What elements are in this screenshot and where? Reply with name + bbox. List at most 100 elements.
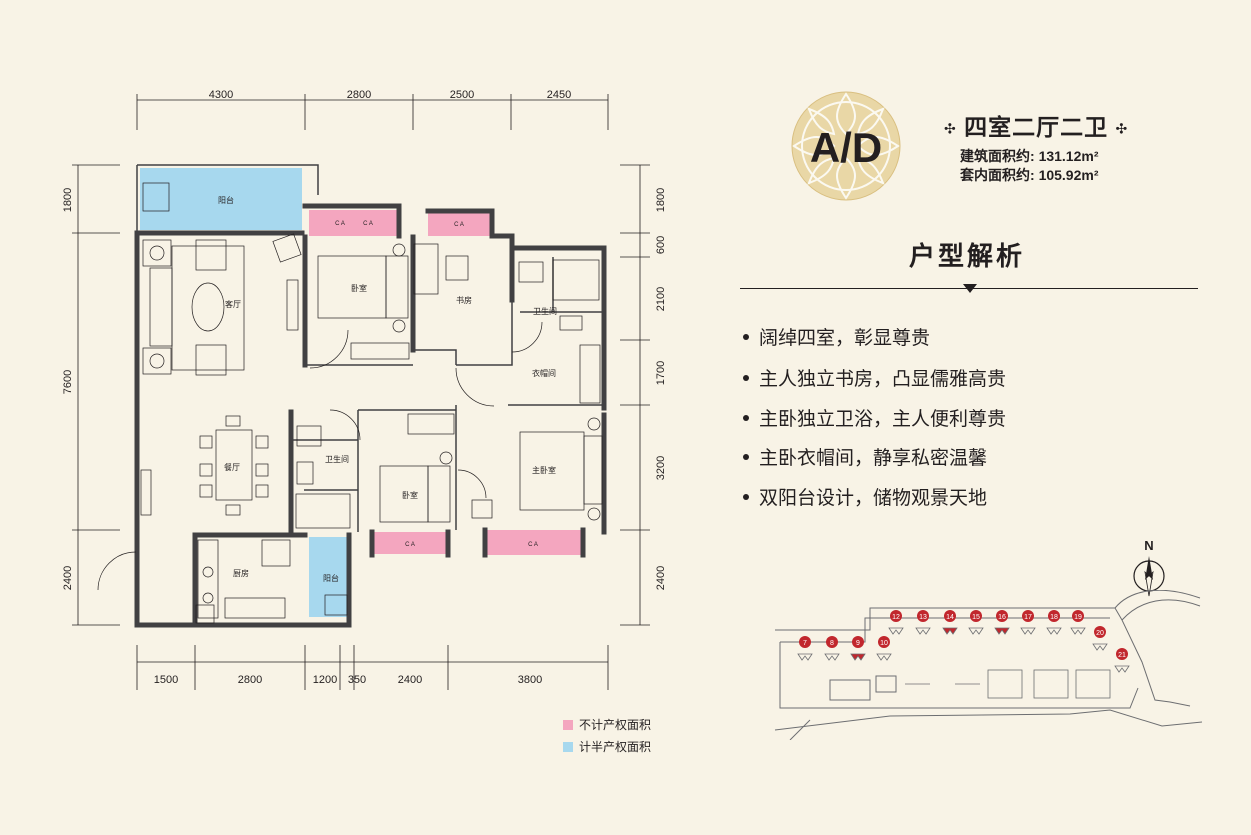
building-marker <box>1116 648 1128 660</box>
dim-right-2: 600 <box>655 236 667 254</box>
dim-top-2: 2800 <box>347 89 371 101</box>
building-number: 12 <box>892 614 900 621</box>
room-closet: 衣帽间 <box>532 368 556 378</box>
aircon-pad-3 <box>372 532 448 554</box>
building-number: 10 <box>880 640 888 647</box>
feature-2-text: 主人独立书房，凸显儒雅高贵 <box>759 369 1007 390</box>
legend-excluded-swatch <box>563 719 573 730</box>
legend-half-label: 计半产权面积 <box>579 740 652 754</box>
building-number: 21 <box>1118 652 1126 659</box>
building-number: 14 <box>946 614 954 621</box>
dim-top-4: 2450 <box>547 89 571 101</box>
inner-area: 套内面积约: 105.92m² <box>960 165 1099 185</box>
dim-bottom-2: 2800 <box>238 674 262 686</box>
inner-area-label: 套内面积约: <box>960 167 1035 183</box>
room-bath1: 卫生间 <box>533 306 557 316</box>
dim-top-1: 4300 <box>209 89 233 101</box>
building-marker <box>996 610 1008 622</box>
divider-arrow-icon <box>963 284 977 293</box>
building-marker <box>1022 610 1034 622</box>
building-number: 9 <box>856 640 860 647</box>
dim-right-5: 3200 <box>655 456 667 480</box>
feature-1-text: 阔绰四室，彰显尊贵 <box>759 328 931 349</box>
building-marker <box>852 636 864 648</box>
legend-half-swatch <box>563 741 573 752</box>
building-marker <box>826 636 838 648</box>
building-marker <box>944 610 956 622</box>
legend-excluded-label: 不计产权面积 <box>579 718 652 732</box>
dim-bottom-4: 350 <box>348 674 366 686</box>
dim-right-1: 1800 <box>655 188 667 212</box>
building-number: 16 <box>998 614 1006 621</box>
aircon-pad-2 <box>428 211 490 236</box>
building-number: 20 <box>1096 630 1104 637</box>
building-number: 7 <box>803 640 807 647</box>
compass-north-label: N <box>1144 538 1153 553</box>
dim-right-6: 2400 <box>655 566 667 590</box>
building-footprint <box>968 627 984 635</box>
dim-right-3: 2100 <box>655 287 667 311</box>
building-marker <box>917 610 929 622</box>
layout-title: ✣ 四室二厅二卫 ✣ <box>944 108 1128 142</box>
building-footprint <box>888 627 904 635</box>
building-marker <box>1048 610 1060 622</box>
room-bath2: 卫生间 <box>325 454 349 464</box>
dim-left-2: 7600 <box>62 370 74 394</box>
feature-4: 主卧衣帽间，静享私密温馨 <box>743 443 987 470</box>
building-footprint <box>915 627 931 635</box>
dim-bottom-3: 1200 <box>313 674 337 686</box>
building-area-label: 建筑面积约: <box>960 148 1035 164</box>
layout-title-text: 四室二厅二卫 <box>964 114 1109 140</box>
feature-5: 双阳台设计，储物观景天地 <box>743 483 987 510</box>
unit-code: A/D <box>810 124 882 171</box>
room-living: 客厅 <box>225 299 241 309</box>
balcony-small-area <box>309 537 349 617</box>
aircon-label-4: C A <box>405 542 415 548</box>
room-kitchen: 厨房 <box>233 568 249 578</box>
building-number: 17 <box>1024 614 1032 621</box>
inner-area-value: 105.92m² <box>1038 167 1099 183</box>
building-footprint <box>1114 665 1130 673</box>
building-marker <box>1094 626 1106 638</box>
room-bedroom1: 卧室 <box>351 283 367 293</box>
aircon-label-2: C A <box>363 221 373 227</box>
feature-3: 主卧独立卫浴，主人便利尊贵 <box>743 404 1006 431</box>
ornament-right-icon: ✣ <box>1115 120 1129 137</box>
building-footprint <box>1046 627 1062 635</box>
room-bedroom2: 卧室 <box>402 490 418 500</box>
bullet-icon <box>743 333 749 340</box>
dim-left-3: 2400 <box>62 566 74 590</box>
building-marker <box>878 636 890 648</box>
building-footprint <box>1020 627 1036 635</box>
building-number: 18 <box>1050 614 1058 621</box>
building-area: 建筑面积约: 131.12m² <box>960 146 1099 166</box>
feature-3-text: 主卧独立卫浴，主人便利尊贵 <box>759 409 1007 430</box>
floor-plan: 4300 2800 2500 2450 1500 2800 1200 350 2… <box>62 89 667 690</box>
building-area-value: 131.12m² <box>1038 148 1099 164</box>
building-footprint <box>797 653 813 661</box>
balcony-top-area <box>140 168 302 230</box>
dim-right-4: 1700 <box>655 361 667 385</box>
feature-2: 主人独立书房，凸显儒雅高贵 <box>743 364 1006 391</box>
dim-left-1: 1800 <box>62 188 74 212</box>
building-number: 8 <box>830 640 834 647</box>
feature-5-text: 双阳台设计，储物观景天地 <box>759 488 988 509</box>
building-marker <box>890 610 902 622</box>
aircon-pad-4 <box>485 530 583 555</box>
building-footprint <box>1092 643 1108 651</box>
feature-4-text: 主卧衣帽间，静享私密温馨 <box>759 448 988 469</box>
legend-excluded: 不计产权面积 <box>563 716 651 733</box>
analysis-title: 户型解析 <box>909 242 1026 272</box>
bullet-icon <box>743 414 749 421</box>
room-balcony-top: 阳台 <box>218 195 234 205</box>
unit-badge: A/D <box>791 91 901 201</box>
room-dining: 餐厅 <box>224 463 240 472</box>
building-marker <box>970 610 982 622</box>
building-number: 19 <box>1074 614 1082 621</box>
room-master: 主卧室 <box>532 465 556 475</box>
bullet-icon <box>743 374 749 381</box>
ornament-left-icon: ✣ <box>944 120 957 137</box>
building-marker <box>799 636 811 648</box>
building-footprint <box>942 627 958 635</box>
